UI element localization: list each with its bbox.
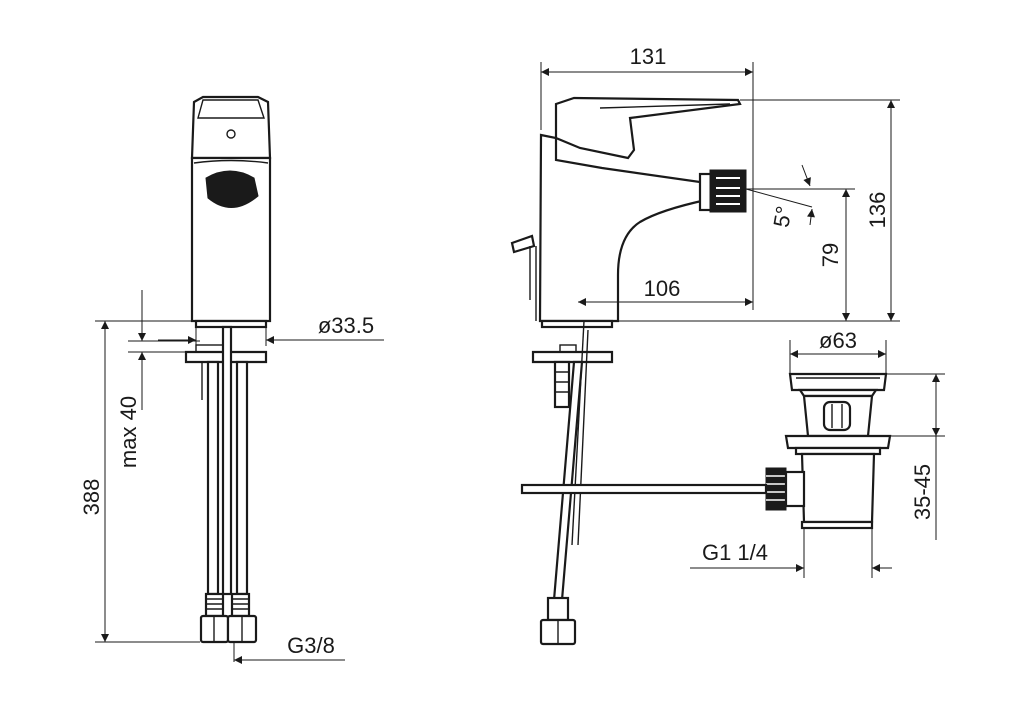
dim-waste-diameter-label: ø63 [819,328,857,353]
dim-hose-length-label: 388 [79,479,104,516]
dim-angle-label: 5° [768,204,796,229]
dim-waste-thread-label: G1 1/4 [702,540,768,565]
dim-spout-height-label: 79 [818,243,843,267]
dim-hose-connection-label: G3/8 [287,633,335,658]
dim-width-label: 131 [630,44,667,69]
front-view [184,95,272,644]
side-view [510,96,747,646]
dim-deck-thickness-label: max 40 [116,396,141,468]
waste-dimensions [690,340,945,578]
dim-waste-range-label: 35-45 [910,464,935,520]
dim-spout-reach-label: 106 [644,276,681,301]
front-dimensions [95,290,384,664]
side-dimensions [540,62,900,322]
dim-base-diameter-label: ø33.5 [318,313,374,338]
waste-assembly [520,372,892,530]
dim-height-label: 136 [865,192,890,229]
